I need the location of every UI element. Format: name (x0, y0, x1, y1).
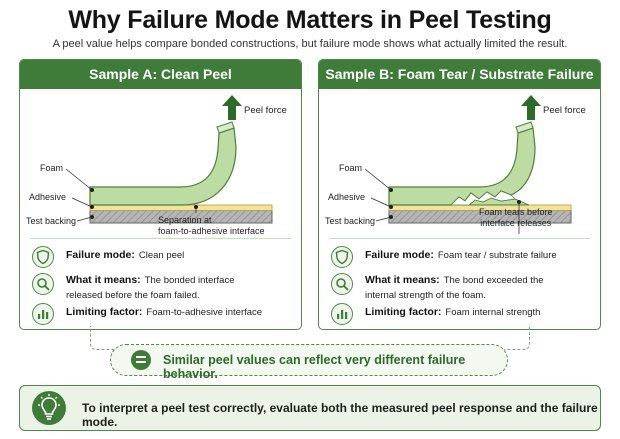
limiting-factor-label: Limiting factor: (66, 306, 143, 318)
peel-force-label: Peel force (244, 105, 287, 116)
panel-sample-b: Sample B: Foam Tear / Substrate Failure … (318, 59, 601, 330)
meaning-value: The bonded interface (144, 275, 235, 286)
meaning-value-2: internal strength of the foam. (365, 290, 486, 301)
foam-tear-diagram: Peel force Foam Adhesive Test backing (325, 95, 586, 234)
callout-text-2: interface releases (480, 218, 552, 228)
page-title: Why Failure Mode Matters in Peel Testing (68, 6, 552, 34)
peel-force-arrow (521, 95, 541, 120)
clean-peel-diagram: Peel force Foam Adhesive Test backing (26, 95, 287, 226)
limiting-factor-value: Foam-to-adhesive interface (146, 307, 263, 318)
failure-mode-label: Failure mode: (365, 249, 434, 261)
similar-values-banner: Similar peel values can reflect very dif… (110, 344, 508, 381)
panel-b-title: Sample B: Foam Tear / Substrate Failure (319, 60, 600, 89)
meaning-row: What it means:The bond exceeded the inter… (319, 271, 600, 301)
panel-divider (329, 238, 590, 239)
foam-tear (450, 190, 516, 206)
panel-sample-a: Sample A: Clean Peel Peel force Foam Adh… (19, 59, 302, 330)
adhesive-layer (89, 204, 273, 211)
limiting-factor-row: Limiting factor:Foam internal strength (319, 303, 600, 329)
meaning-row: What it means:The bonded interface releas… (20, 271, 301, 301)
lightbulb-icon (32, 391, 66, 425)
backing-label: Test backing (325, 216, 375, 226)
limiting-factor-value: Foam internal strength (445, 307, 541, 318)
bar-chart-icon (32, 303, 54, 325)
limiting-factor-row: Limiting factor:Foam-to-adhesive interfa… (20, 303, 301, 329)
panel-divider (30, 238, 291, 239)
foam-strip (388, 127, 536, 206)
page-subtitle: A peel value helps compare bonded constr… (52, 38, 568, 50)
shield-icon (32, 246, 54, 268)
backing-label: Test backing (26, 216, 76, 226)
failure-mode-value: Clean peel (138, 250, 185, 261)
limiting-factor-label: Limiting factor: (365, 306, 442, 318)
callout-text-2: foam-to-adhesive interface (158, 226, 265, 236)
magnifier-icon (331, 273, 353, 295)
failure-mode-value: Foam tear / substrate failure (437, 250, 557, 261)
takeaway-footer: To interpret a peel test correctly, eval… (19, 385, 601, 431)
callout-text-1: Foam tears before (479, 207, 553, 217)
foam-label: Foam (40, 163, 63, 173)
meaning-label: What it means: (365, 274, 440, 286)
meaning-label: What it means: (66, 274, 141, 286)
peel-force-label: Peel force (543, 105, 586, 116)
shield-icon (331, 246, 353, 268)
adhesive-label: Adhesive (29, 192, 66, 202)
failure-mode-label: Failure mode: (66, 249, 135, 261)
peel-force-arrow (222, 95, 242, 120)
panel-a-title: Sample A: Clean Peel (20, 60, 301, 89)
takeaway-text: To interpret a peel test correctly, eval… (82, 401, 598, 429)
equals-icon (131, 350, 151, 370)
similar-values-text: Similar peel values can reflect very dif… (163, 353, 466, 381)
magnifier-icon (32, 273, 54, 295)
failure-mode-row: Failure mode:Foam tear / substrate failu… (319, 246, 600, 276)
foam-label: Foam (339, 163, 362, 173)
adhesive-label: Adhesive (328, 192, 365, 202)
meaning-value-2: released before the foam failed. (66, 290, 200, 301)
callout-text-1: Separation at (158, 215, 212, 225)
foam-strip (89, 127, 237, 206)
bar-chart-icon (331, 303, 353, 325)
meaning-value: The bond exceeded the (443, 275, 544, 286)
failure-mode-row: Failure mode:Clean peel (20, 246, 301, 276)
